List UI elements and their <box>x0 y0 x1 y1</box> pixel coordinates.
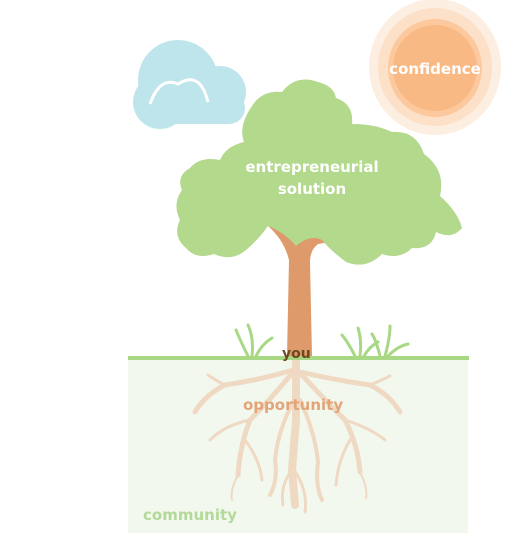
sun-shape <box>369 0 501 135</box>
ground-line <box>128 356 469 360</box>
entrepreneurial-solution-label: entrepreneurial solution <box>245 158 379 198</box>
confidence-label: confidence <box>389 60 481 78</box>
tree-trunk <box>268 222 342 356</box>
tree-canopy <box>176 79 462 265</box>
community-label: community <box>143 506 237 524</box>
you-label: you <box>282 346 311 362</box>
grass-tufts <box>234 323 410 358</box>
root-system <box>192 356 403 514</box>
opportunity-label: opportunity <box>243 396 344 414</box>
cloud-shape <box>133 40 246 129</box>
